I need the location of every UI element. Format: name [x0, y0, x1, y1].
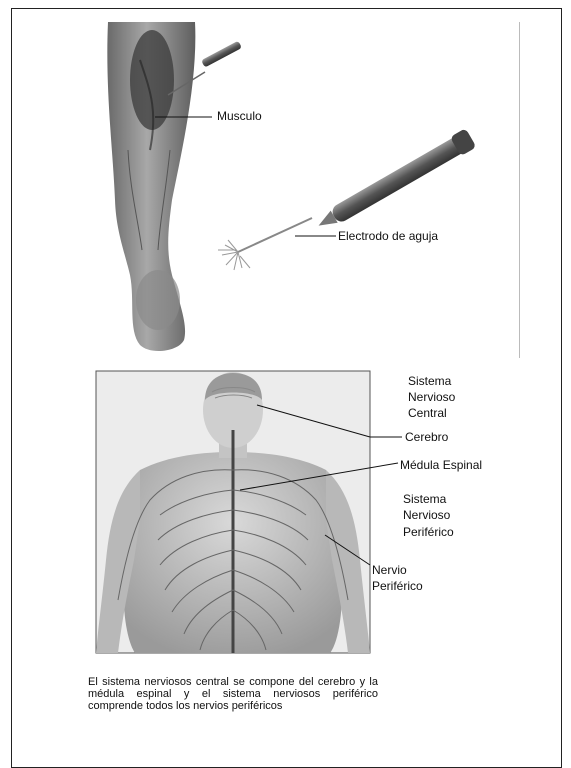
label-snc-line1: Sistema — [408, 374, 451, 389]
label-snc-line3: Central — [408, 406, 447, 421]
leg-illustration — [107, 22, 195, 351]
label-snp-line3: Periférico — [403, 525, 454, 540]
caption-text: El sistema nerviosos central se compone … — [88, 676, 378, 712]
label-nervio-line1: Nervio — [372, 563, 407, 578]
body-illustration — [96, 371, 370, 653]
needle-electrode — [218, 128, 477, 270]
label-nervio-line2: Periférico — [372, 579, 423, 594]
illustrations — [0, 0, 571, 749]
label-electrodo-de-aguja: Electrodo de aguja — [338, 229, 438, 244]
label-snp-line1: Sistema — [403, 492, 446, 507]
label-snc-line2: Nervioso — [408, 390, 455, 405]
label-medula-espinal: Médula Espinal — [400, 458, 482, 473]
label-snp-line2: Nervioso — [403, 508, 450, 523]
label-cerebro: Cerebro — [405, 430, 448, 445]
label-musculo: Musculo — [217, 109, 262, 124]
